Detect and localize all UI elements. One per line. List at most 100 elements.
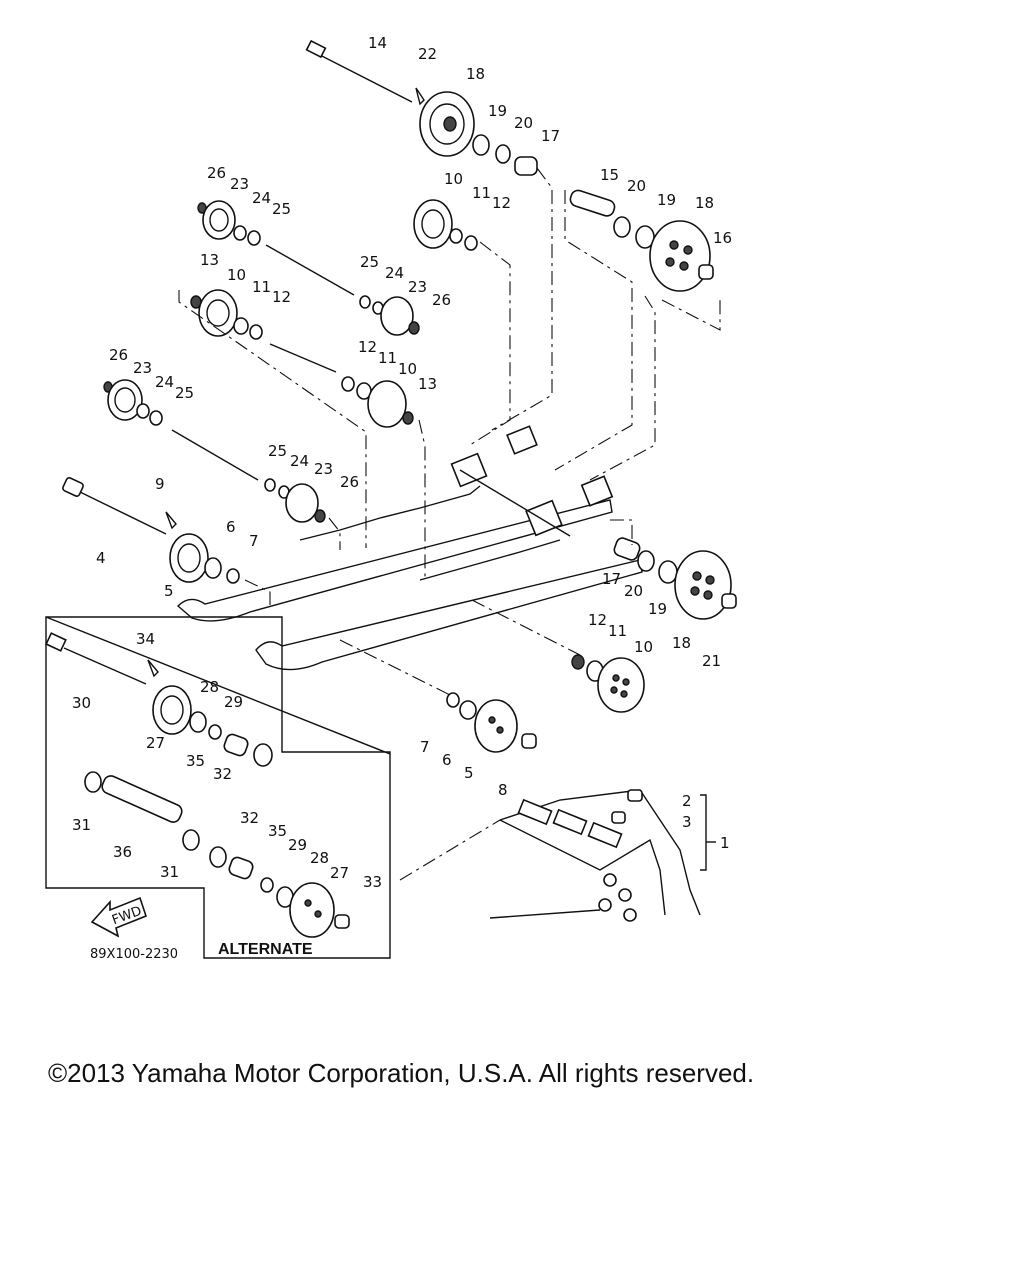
label-35-a: 35	[186, 752, 205, 770]
label-14: 14	[368, 34, 387, 52]
label-12-low: 12	[588, 611, 607, 629]
label-28-a: 28	[200, 678, 219, 696]
label-26-a: 26	[207, 164, 226, 182]
label-26-c: 26	[109, 346, 128, 364]
label-20-right: 20	[627, 177, 646, 195]
label-32-a: 32	[213, 765, 232, 783]
label-17-low: 17	[602, 570, 621, 588]
label-27-a: 27	[146, 734, 165, 752]
idler-10-set-a	[190, 289, 414, 428]
label-18-right: 18	[695, 194, 714, 212]
idler-5-lower	[446, 692, 537, 753]
pin-22	[415, 87, 425, 106]
exploded-parts-diagram: FWD 14 22 18 19 20 17 15 20 19 18 16 10 …	[45, 34, 737, 962]
label-19: 19	[488, 102, 507, 120]
label-32-b: 32	[240, 809, 259, 827]
label-24-d: 24	[290, 452, 309, 470]
label-33: 33	[363, 873, 382, 891]
label-19-low: 19	[648, 600, 667, 618]
label-20-low: 20	[624, 582, 643, 600]
label-10-mid: 10	[444, 170, 463, 188]
idler-10-lower	[571, 654, 645, 713]
label-12-mid: 12	[492, 194, 511, 212]
label-9: 9	[155, 475, 165, 493]
axle-4-assembly	[62, 477, 240, 584]
label-13-b: 13	[418, 375, 437, 393]
label-18-low: 18	[672, 634, 691, 652]
label-6-a: 6	[226, 518, 236, 536]
label-31-a: 31	[72, 816, 91, 834]
collar-20-top	[495, 144, 511, 164]
label-4: 4	[96, 549, 106, 567]
label-5-a: 5	[164, 582, 174, 600]
label-18: 18	[466, 65, 485, 83]
label-35-b: 35	[268, 822, 287, 840]
label-23-b: 23	[408, 278, 427, 296]
forward-arrow-icon: FWD	[90, 896, 147, 938]
copyright-notice: ©2013 Yamaha Motor Corporation, U.S.A. A…	[48, 1058, 755, 1088]
cap-16	[698, 264, 714, 280]
label-11-low: 11	[608, 622, 627, 640]
label-21: 21	[702, 652, 721, 670]
label-27-b: 27	[330, 864, 349, 882]
label-29-a: 29	[224, 693, 243, 711]
label-23-d: 23	[314, 460, 333, 478]
label-3: 3	[682, 813, 692, 831]
label-34: 34	[136, 630, 155, 648]
label-1: 1	[720, 834, 730, 852]
label-30: 30	[72, 694, 91, 712]
slide-rail-frame	[176, 425, 643, 671]
label-13-a: 13	[200, 251, 219, 269]
label-15: 15	[600, 166, 619, 184]
label-11-a: 11	[252, 278, 271, 296]
label-29-b: 29	[288, 836, 307, 854]
collar-20-right	[613, 216, 631, 238]
label-7-b: 7	[420, 738, 430, 756]
diagram-code: 89X100-2230	[90, 947, 178, 962]
label-2: 2	[682, 792, 692, 810]
idler-23-set-b	[103, 379, 326, 523]
alternate-label: ALTERNATE	[218, 941, 313, 958]
bearing-19-top	[472, 134, 490, 156]
axle-15-assembly	[569, 189, 714, 292]
label-36: 36	[113, 843, 132, 861]
label-25-b: 25	[360, 253, 379, 271]
spacer-17-top	[514, 156, 538, 176]
axle-14-assembly	[305, 39, 538, 176]
label-31-b: 31	[160, 863, 179, 881]
wheel-18-right	[649, 220, 711, 292]
label-11-mid: 11	[472, 184, 491, 202]
label-10-a: 10	[227, 266, 246, 284]
label-24-b: 24	[385, 264, 404, 282]
axle-14	[305, 39, 327, 59]
label-6-b: 6	[442, 751, 452, 769]
label-22: 22	[418, 45, 437, 63]
idler-23-set-a	[197, 200, 420, 336]
label-23-c: 23	[133, 359, 152, 377]
label-7-a: 7	[249, 532, 259, 550]
track-assembly-1	[489, 789, 716, 922]
label-24-c: 24	[155, 373, 174, 391]
label-19-right: 19	[657, 191, 676, 209]
label-12-b: 12	[358, 338, 377, 356]
rear-wheel-18-lower	[613, 537, 737, 620]
shaft-15	[569, 189, 616, 217]
label-11-b: 11	[378, 349, 397, 367]
label-16: 16	[713, 229, 732, 247]
label-25-d: 25	[268, 442, 287, 460]
label-26-b: 26	[432, 291, 451, 309]
label-28-b: 28	[310, 849, 329, 867]
label-17: 17	[541, 127, 560, 145]
alternate-box	[45, 616, 391, 959]
label-8: 8	[498, 781, 508, 799]
label-24-a: 24	[252, 189, 271, 207]
label-10-low: 10	[634, 638, 653, 656]
label-26-d: 26	[340, 473, 359, 491]
part-number-labels: 14 22 18 19 20 17 15 20 19 18 16 10 11 1…	[72, 34, 732, 891]
idler-10-mid	[413, 199, 478, 251]
label-25-a: 25	[272, 200, 291, 218]
label-10-b: 10	[398, 360, 417, 378]
label-20: 20	[514, 114, 533, 132]
label-23-a: 23	[230, 175, 249, 193]
assembly-guide-lines	[178, 167, 721, 881]
